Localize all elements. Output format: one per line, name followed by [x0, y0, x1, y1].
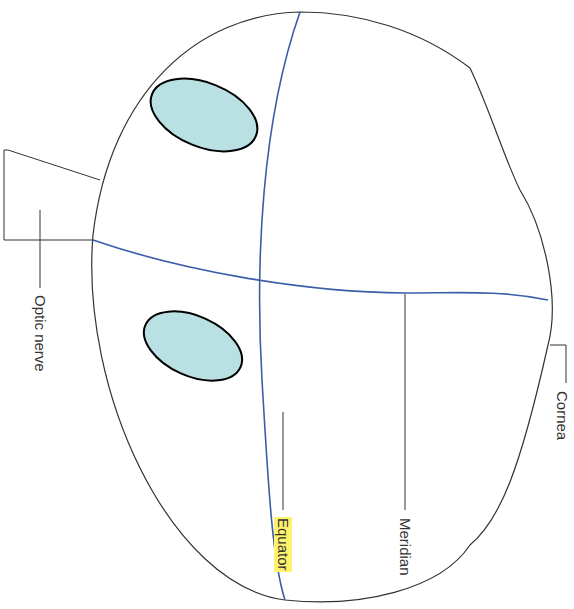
leader-line: [40, 210, 41, 288]
patch: [133, 297, 252, 394]
part-label: Optic nerve: [31, 294, 49, 373]
optic-nerve: [4, 150, 100, 240]
globe-outline: [92, 12, 552, 602]
patch: [140, 64, 268, 165]
circle-line: [260, 12, 300, 600]
part-label: Equator: [274, 517, 292, 572]
part-label: Meridian: [396, 517, 414, 577]
part-label: Cornea: [553, 390, 571, 441]
leader-line: [550, 345, 566, 383]
circle-line: [93, 240, 548, 300]
leader-line: [283, 412, 284, 510]
leader-line: [405, 294, 406, 510]
